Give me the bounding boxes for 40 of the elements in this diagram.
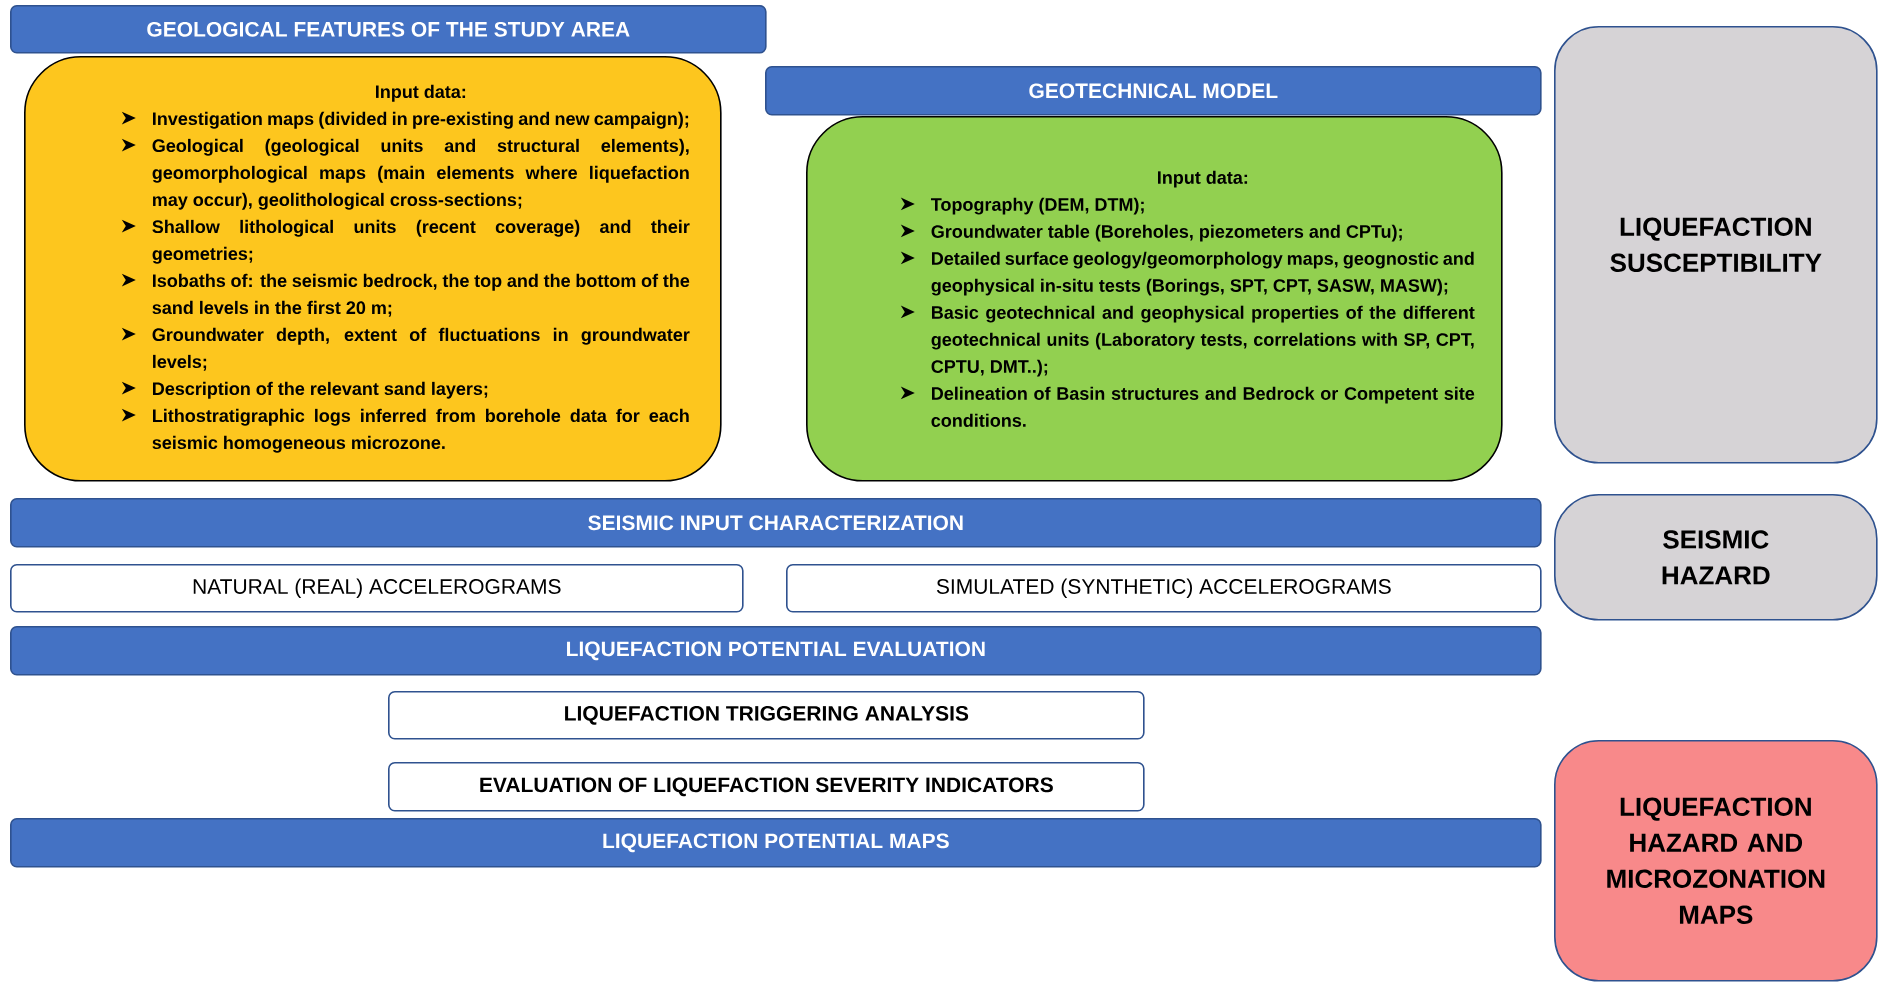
bullet-item: Topography (DEM, DTM); (931, 197, 1144, 215)
step-text: SIMULATED (SYNTHETIC) ACCELEROGRAMS (936, 578, 1391, 599)
bullet-item: Detailed surface geology/geomorphology maps, geognostic and geophysical in-situ tests (Borings, SPT, CPT, SASW, MASW); (931, 251, 1474, 296)
input-data-box (806, 116, 1503, 482)
step-text: EVALUATION OF LIQUEFACTION SEVERITY INDICATORS (480, 777, 1053, 797)
bullet-item: Description of the relevant sand layers; (153, 381, 488, 399)
header-text: GEOLOGICAL FEATURES OF THE STUDY AREA (147, 21, 630, 37)
bullet-item: Groundwater depth, extent of fluctuations in groundwater levels; (152, 327, 690, 371)
category-text: LIQUEFACTION SUSCEPTIBILITY (1610, 217, 1822, 272)
section-header-bar (765, 66, 1542, 116)
step-text: LIQUEFACTION TRIGGERING ANALYSIS (565, 705, 969, 725)
input-data-box (24, 56, 722, 482)
step-box (786, 564, 1542, 613)
header-text: LIQUEFACTION POTENTIAL MAPS (603, 833, 949, 853)
section-header-bar (10, 626, 1542, 676)
step-box (388, 762, 1145, 812)
category-text: LIQUEFACTION HAZARD AND MICROZONATION MAPS (1607, 797, 1825, 924)
category-box (1554, 740, 1878, 982)
header-text: GEOTECHNICAL MODEL (1029, 83, 1278, 99)
bullet-item: Delineation of Basin structures and Bedrock or Competent site conditions. (931, 386, 1475, 427)
bullet-item: Isobaths of: the seismic bedrock, the top and the bottom of the sand levels in the first 20 m; (152, 273, 690, 317)
bullet-item: Lithostratigraphic logs inferred from borehole data for each seismic homogeneous microzone. (152, 408, 689, 453)
input-heading: Input data: (376, 84, 466, 102)
header-text: LIQUEFACTION POTENTIAL EVALUATION (567, 641, 985, 661)
section-header-bar (10, 5, 767, 54)
category-box (1554, 494, 1878, 621)
section-header-bar (10, 818, 1542, 868)
bullet-item: Basic geotechnical and geophysical properties of the different geotechnical units (Laboratory tests, correlations with SP, CPT, CPTU, DMT..); (931, 305, 1475, 377)
bullet-item: Groundwater table (Boreholes, piezometers and CPTu); (931, 224, 1402, 242)
step-box (388, 691, 1145, 740)
input-heading: Input data: (1158, 170, 1248, 188)
step-text: NATURAL (REAL) ACCELEROGRAMS (193, 578, 561, 599)
bullet-item: Geological (geological units and structural elements), geomorphological maps (main elements where liquefaction may occur), geolithological cross-sections; (152, 138, 689, 210)
bullet-item: Investigation maps (divided in pre-existing and new campaign); (153, 111, 689, 129)
category-box (1554, 26, 1878, 464)
section-header-bar (10, 498, 1542, 548)
step-box (10, 564, 744, 613)
bullet-item: Shallow lithological units (recent coverage) and their geometries; (152, 219, 690, 264)
header-text: SEISMIC INPUT CHARACTERIZATION (588, 515, 963, 531)
category-text: SEISMIC HAZARD (1662, 530, 1770, 585)
